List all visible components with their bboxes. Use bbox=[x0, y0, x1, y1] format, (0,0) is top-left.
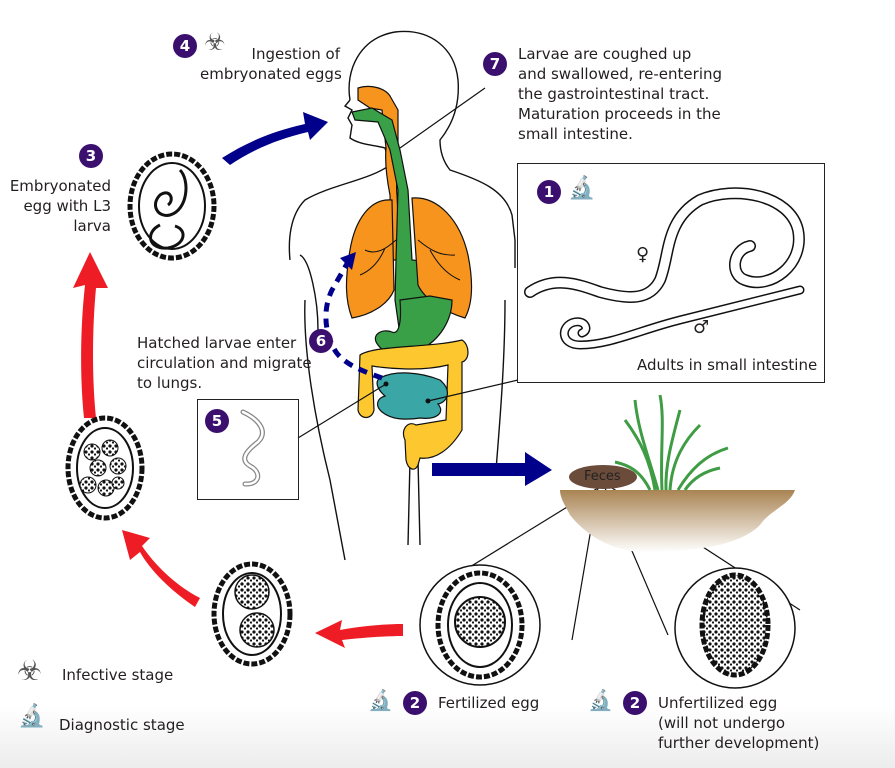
biohazard-icon: ☣ bbox=[17, 654, 43, 687]
stage-2-line: Unfertilized egg bbox=[658, 694, 778, 712]
stage-7-badge: 7 bbox=[483, 52, 507, 76]
stage-6-label: Hatched larvae enter circulation and mig… bbox=[137, 333, 312, 393]
stage-2-line: (will not undergo bbox=[658, 714, 786, 732]
female-symbol: ♀ bbox=[636, 244, 650, 265]
stage-1-badge: 1 bbox=[537, 180, 561, 204]
microscope-icon: 🔬 bbox=[368, 688, 393, 712]
stage-6-line: Hatched larvae enter bbox=[137, 334, 297, 352]
stomach bbox=[374, 295, 453, 354]
soil bbox=[560, 490, 795, 553]
bronchi bbox=[359, 239, 461, 281]
cycle-arrow-to-embryonated bbox=[73, 252, 108, 418]
stage-4-line: embryonated eggs bbox=[200, 65, 342, 83]
microscope-icon: 🔬 bbox=[568, 176, 596, 201]
stage-7-line: Larvae are coughed up bbox=[518, 45, 692, 63]
egg-morula bbox=[65, 415, 145, 521]
stage-2-line: further development) bbox=[658, 734, 820, 752]
feces bbox=[569, 465, 637, 489]
stage-5-badge: 5 bbox=[205, 409, 229, 433]
stage-2-badge: 2 bbox=[403, 691, 427, 715]
stage-7-line: small intestine. bbox=[518, 125, 633, 143]
small-intestine bbox=[376, 372, 448, 420]
larva-panel bbox=[197, 399, 299, 500]
egg-embryonated-l3 bbox=[127, 151, 217, 261]
ingestion-arrow bbox=[222, 112, 328, 165]
microscope-icon: 🔬 bbox=[588, 688, 613, 712]
stage-6-line: to lungs. bbox=[137, 374, 203, 392]
stage-2-unfertilized-label: Unfertilized egg (will not undergo furth… bbox=[658, 693, 819, 753]
stage-4-label: Ingestion of embryonated eggs bbox=[200, 44, 342, 84]
stage-3-badge: 3 bbox=[79, 144, 103, 168]
stage-3-line: larva bbox=[73, 217, 111, 235]
migration-arrowhead bbox=[340, 252, 356, 270]
adults-panel bbox=[517, 163, 825, 383]
large-intestine bbox=[357, 339, 469, 470]
stage-7-line: and swallowed, re-entering bbox=[518, 65, 723, 83]
grass bbox=[614, 394, 729, 491]
legend-infective-label: Infective stage bbox=[62, 666, 174, 684]
stage-7-label: Larvae are coughed up and swallowed, re-… bbox=[518, 44, 722, 144]
stage-3-line: egg with L3 bbox=[23, 197, 111, 215]
stage-4-line: Ingestion of bbox=[251, 45, 340, 63]
egg-two-cell bbox=[211, 561, 293, 667]
excretion-arrow bbox=[432, 452, 552, 486]
egg-fertilized bbox=[419, 564, 541, 686]
stage-2-badge: 2 bbox=[623, 691, 647, 715]
stage-7-line: the gastrointestinal tract. bbox=[518, 85, 710, 103]
stage-7-line: Maturation proceeds in the bbox=[518, 105, 721, 123]
microscope-icon: 🔬 bbox=[18, 704, 46, 729]
stage-2-fertilized-label: Fertilized egg bbox=[438, 694, 540, 712]
cycle-arrow-to-2cell bbox=[315, 620, 403, 648]
egg-unfertilized bbox=[674, 567, 796, 689]
stage-1-label: Adults in small intestine bbox=[637, 356, 818, 374]
legend-diagnostic-label: Diagnostic stage bbox=[59, 716, 185, 734]
stage-4-badge: 4 bbox=[173, 34, 197, 58]
adult-worms bbox=[524, 187, 805, 350]
cycle-arrow-to-morula bbox=[122, 530, 200, 607]
migration-path bbox=[323, 260, 383, 381]
feces-label: Feces bbox=[584, 469, 621, 484]
male-symbol: ♂ bbox=[693, 317, 710, 338]
stage-6-line: circulation and migrate bbox=[137, 354, 312, 372]
biohazard-icon: ☣ bbox=[204, 28, 226, 56]
stage-3-label: Embryonated egg with L3 larva bbox=[0, 176, 111, 236]
left-lung bbox=[345, 199, 395, 319]
stage-3-line: Embryonated bbox=[9, 177, 111, 195]
stage-6-badge: 6 bbox=[309, 329, 333, 353]
human-body-outline bbox=[288, 30, 516, 561]
